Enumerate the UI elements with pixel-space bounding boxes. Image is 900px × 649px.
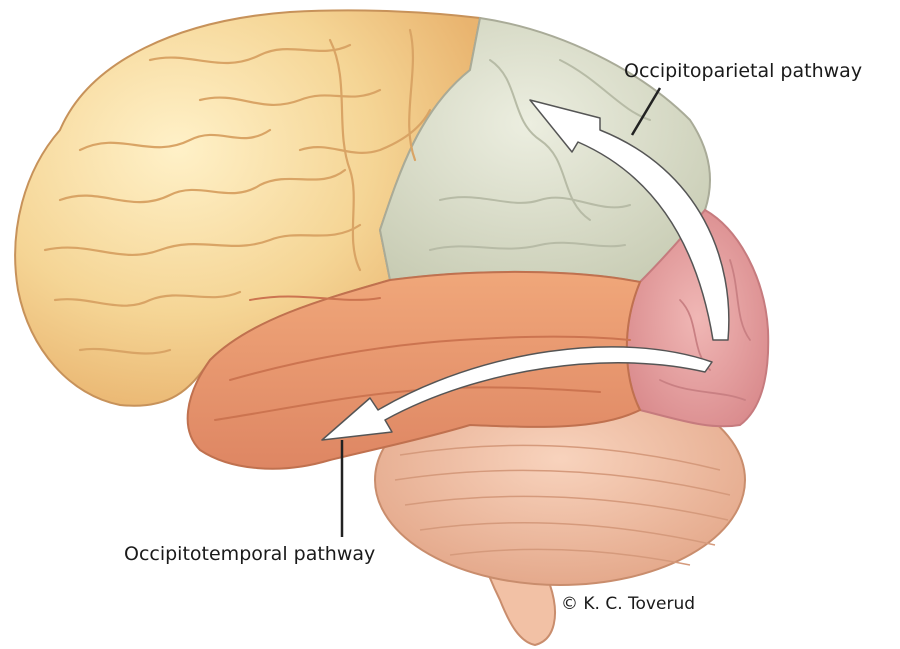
parietal-texture: [429, 59, 651, 251]
temporal-lobe: [186, 270, 642, 470]
gyri-texture: [43, 28, 432, 355]
occipitoparietal-arrow: [529, 99, 730, 341]
occipitotemporal-arrow: [321, 346, 713, 441]
occipitotemporal-label: Occipitotemporal pathway: [124, 543, 376, 565]
occipitoparietal-label: Occipitoparietal pathway: [624, 60, 863, 82]
copyright-credit: © K. C. Toverud: [561, 594, 696, 614]
occipitoparietal-leader-line: [630, 87, 662, 136]
